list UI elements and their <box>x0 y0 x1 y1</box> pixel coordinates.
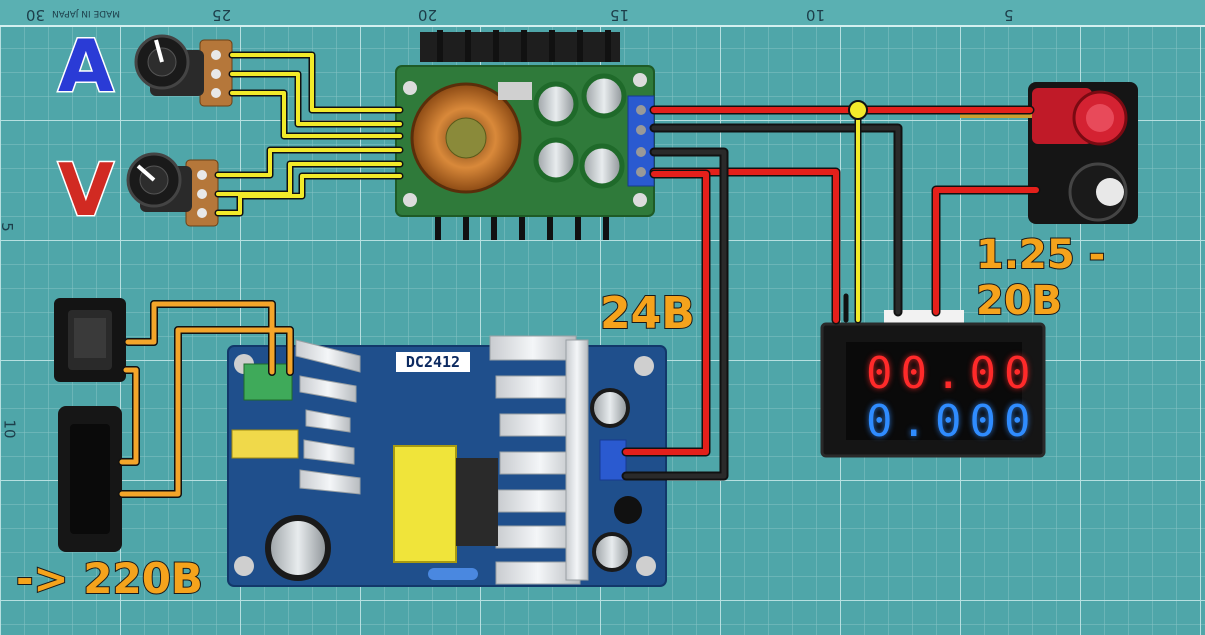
edge-mark: 10 <box>0 419 19 439</box>
voltage-knob-label: V <box>57 147 116 234</box>
board-model-label: DC2412 <box>396 352 470 372</box>
capacitor <box>533 81 579 127</box>
capacitor <box>581 73 627 119</box>
ruler-mark: 5 <box>1004 6 1014 24</box>
electrolytic-capacitor <box>590 388 630 428</box>
electrolytic-capacitor <box>265 515 331 581</box>
current-reading: 0.000 <box>866 396 1039 447</box>
ruler-mark: 25 <box>212 6 232 24</box>
ruler-mark: 30 <box>26 6 46 24</box>
mains-input-label: -> 220B <box>15 553 204 604</box>
current-potentiometer <box>134 34 233 107</box>
edge-mark: 5 <box>0 222 16 232</box>
capacitor <box>579 143 625 189</box>
output-binding-posts <box>960 82 1138 224</box>
current-knob-label: A <box>57 23 116 110</box>
wiring <box>118 51 1041 498</box>
capacitor <box>533 137 579 183</box>
mat-imprint: MADE IN JAPAN <box>52 8 121 18</box>
volt-amp-meter <box>820 310 1046 458</box>
ruler-mark: 15 <box>610 6 630 24</box>
ac-dc-power-supply-board <box>227 335 667 587</box>
ruler-mark: 20 <box>418 6 438 24</box>
voltage-potentiometer <box>126 152 219 227</box>
buck-converter-module <box>395 30 655 240</box>
output-range-label: 1.25 - 20B <box>975 231 1106 325</box>
transformer <box>393 445 457 563</box>
rocker-switch <box>54 298 126 382</box>
supply-voltage-label: 24B <box>599 287 696 340</box>
power-inlet-socket <box>58 406 122 552</box>
electrolytic-capacitor <box>592 532 632 572</box>
psu-output-terminal <box>599 439 627 481</box>
voltage-reading: 00.00 <box>866 348 1039 399</box>
ruler-mark: 10 <box>806 6 826 24</box>
